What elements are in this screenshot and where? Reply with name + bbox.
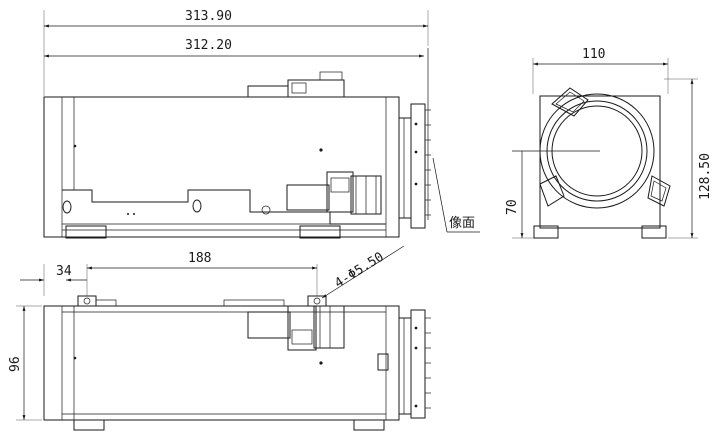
- top-connector: [247, 85, 289, 98]
- front-body-outline: [539, 95, 661, 229]
- front-view: [512, 87, 671, 239]
- bottom-view: [43, 295, 431, 431]
- side-foot-right: [299, 225, 341, 239]
- bottom-body-outline: [43, 305, 400, 421]
- dim-axis-height: 70: [505, 199, 520, 215]
- motor-block: [286, 184, 330, 211]
- dim-bottom-height: 96: [8, 356, 23, 372]
- side-view: 像面: [43, 48, 480, 239]
- side-foot-left: [65, 225, 107, 239]
- dim-width: 110: [582, 47, 605, 62]
- dim-hole-spacing: 188: [188, 251, 211, 266]
- side-view-dimensions: 313.90 312.20: [43, 9, 429, 96]
- lens-flange: [410, 103, 426, 229]
- dim-height: 128.50: [698, 153, 713, 200]
- bottom-lens-flange: [410, 309, 426, 419]
- dim-overall-length: 313.90: [185, 9, 232, 24]
- side-body-outline: [43, 96, 400, 238]
- image-plane-label: 像面: [449, 216, 475, 231]
- dim-hole-spec: 4-Φ5.50: [332, 250, 386, 292]
- lens-mount: [398, 117, 412, 219]
- front-view-dimensions: 110 128.50 70: [505, 47, 713, 239]
- dim-body-length: 312.20: [185, 38, 232, 53]
- dim-hole-offset: 34: [56, 264, 72, 279]
- bottom-view-dimensions: 34 188 4-Φ5.50 96: [8, 245, 405, 421]
- bottom-connector: [247, 311, 291, 339]
